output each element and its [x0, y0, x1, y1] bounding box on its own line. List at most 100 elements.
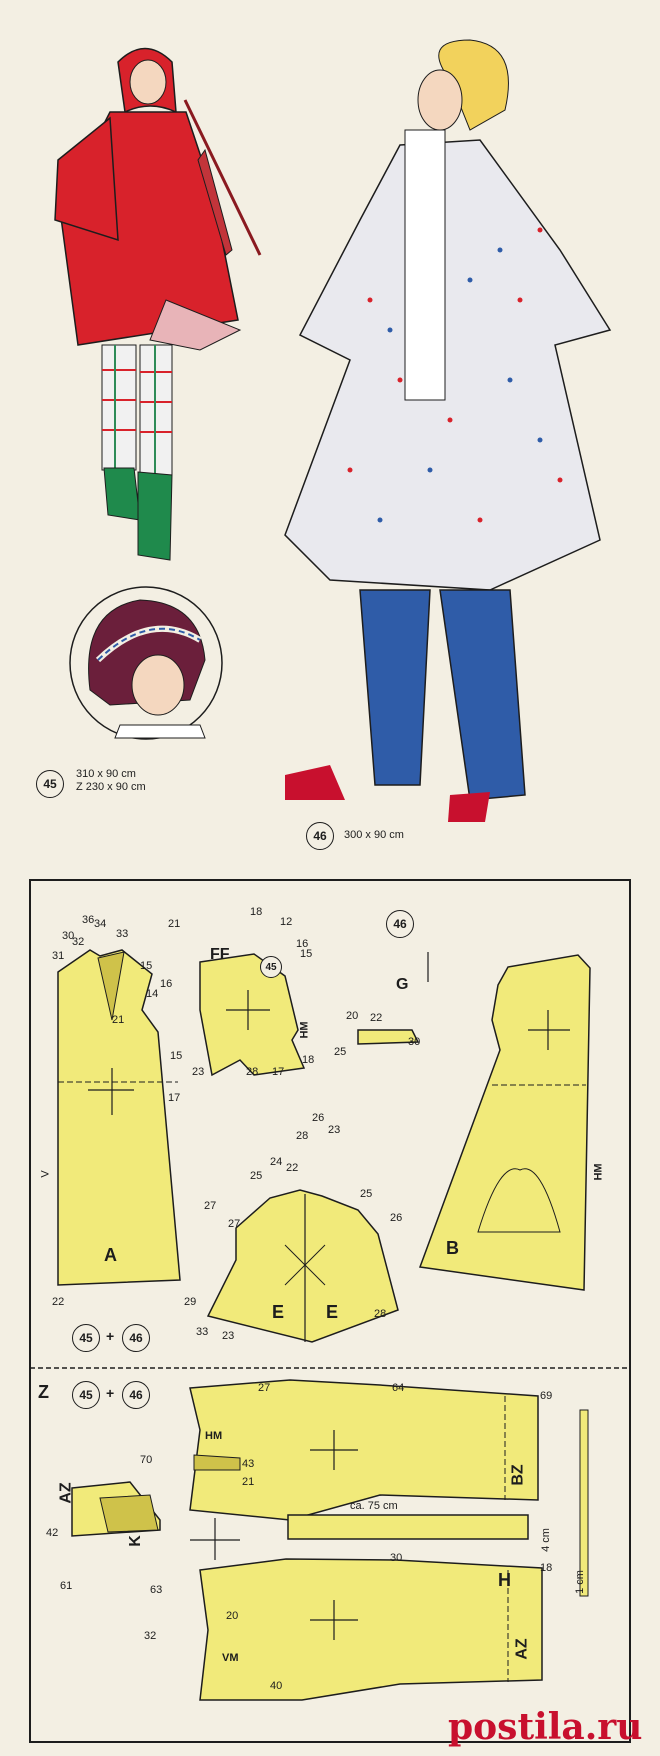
hm-label-3: HM	[205, 1430, 223, 1442]
measure-number: 28	[246, 1066, 259, 1078]
measure-number: 12	[280, 916, 293, 928]
vm-label: VM	[222, 1652, 239, 1664]
model-45-badge: 45	[36, 770, 64, 798]
section2-badge-45-text: 45	[79, 1388, 93, 1402]
piece-z-label: Z	[38, 1382, 49, 1402]
piece-h-shape	[199, 1558, 543, 1701]
measure-number: 69	[540, 1390, 553, 1402]
measure-number: 42	[46, 1527, 59, 1539]
measure-number: 15	[140, 960, 153, 972]
measure-number: 25	[250, 1170, 263, 1182]
measure-number: 27	[258, 1382, 271, 1394]
measure-number: 18	[302, 1054, 315, 1066]
measure-number: 30	[408, 1036, 421, 1048]
piece-strip-shape	[287, 1514, 529, 1540]
piece-az-bottom-label: AZ	[513, 1638, 531, 1660]
measure-number: 30	[390, 1552, 403, 1564]
measure-number: 61	[60, 1580, 73, 1592]
measure-number: 18	[540, 1562, 553, 1574]
piece-ff-shape	[199, 953, 306, 1077]
measure-number: 22	[52, 1296, 65, 1308]
measure-number: 16	[160, 978, 173, 990]
piece-bz-label: BZ	[509, 1464, 527, 1486]
g-badge-46: 46	[386, 910, 414, 938]
model-45-figure	[54, 47, 262, 561]
measure-number: 27	[228, 1218, 241, 1230]
measure-number: 21	[242, 1476, 255, 1488]
measure-number: 26	[390, 1212, 403, 1224]
measure-number: 40	[270, 1680, 283, 1692]
section2-badge-45: 45	[72, 1381, 100, 1409]
piece-e-label-2: E	[326, 1302, 339, 1322]
section1-badge-45-text: 45	[79, 1331, 93, 1345]
strip-width: 4 cm	[539, 1528, 552, 1552]
pattern-sheet	[29, 879, 631, 1743]
model-45-size-2: Z 230 x 90 cm	[76, 781, 146, 793]
measure-number: 36	[82, 914, 95, 926]
section1-badge-46-text: 46	[129, 1331, 143, 1345]
model-46-number: 46	[313, 829, 327, 843]
measure-number: 33	[196, 1326, 209, 1338]
measure-number: 32	[144, 1630, 157, 1642]
piece-a-label: A	[104, 1245, 117, 1265]
measure-number: 15	[300, 948, 313, 960]
model-45-sizes: 310 x 90 cm Z 230 x 90 cm	[76, 768, 146, 794]
measure-number: 28	[374, 1308, 387, 1320]
model-46-size-1: 300 x 90 cm	[344, 829, 404, 841]
piece-az-top-label: AZ	[57, 1482, 75, 1504]
measure-number: 63	[150, 1584, 163, 1596]
model-46-size: 300 x 90 cm	[344, 829, 404, 842]
v-label: V	[39, 1170, 52, 1178]
fashion-illustration	[54, 39, 612, 822]
measure-number: 26	[312, 1112, 325, 1124]
measure-number: 18	[250, 906, 263, 918]
measure-number: 20	[346, 1010, 359, 1022]
measure-number: 17	[272, 1066, 285, 1078]
section2-badge-46: 46	[122, 1381, 150, 1409]
piece-e-label-1: E	[272, 1302, 285, 1322]
hm-label-2: HM	[592, 1163, 605, 1181]
measure-number: 23	[328, 1124, 341, 1136]
ff-badge-45: 45	[260, 956, 282, 978]
piece-h-label: H	[498, 1570, 511, 1590]
ff-badge-45-text: 45	[265, 961, 277, 973]
section2-badge-46-text: 46	[129, 1388, 143, 1402]
measure-number: 70	[140, 1454, 153, 1466]
measure-number: 22	[370, 1012, 383, 1024]
hat-portrait	[69, 586, 223, 740]
piece-ff-label: FF	[210, 946, 230, 963]
measure-number: 29	[184, 1296, 197, 1308]
watermark-logo: postila.ru	[448, 1706, 643, 1748]
section1-badge-46: 46	[122, 1324, 150, 1352]
measure-number: 24	[270, 1156, 283, 1168]
measure-number: 25	[360, 1188, 373, 1200]
measure-number: 43	[242, 1458, 255, 1470]
piece-z-shape	[189, 1379, 539, 1521]
measure-number: 17	[168, 1092, 181, 1104]
piece-e-shape	[206, 1189, 399, 1343]
measure-number: 22	[286, 1162, 299, 1174]
model-46-badge: 46	[306, 822, 334, 850]
measure-number: 33	[116, 928, 129, 940]
measure-number: 21	[168, 918, 181, 930]
measure-number: 20	[226, 1610, 239, 1622]
measure-number: 14	[146, 988, 159, 1000]
section2-plus: +	[106, 1385, 115, 1401]
piece-a-shape	[57, 949, 181, 1286]
section1-badge-45: 45	[72, 1324, 100, 1352]
piece-k-label: K	[126, 1535, 144, 1547]
piece-g-shape	[357, 1029, 420, 1045]
measure-number: 21	[112, 1014, 125, 1026]
model-45-number: 45	[43, 777, 57, 791]
measure-number: 15	[170, 1050, 183, 1062]
strip-length: ca. 75 cm	[350, 1500, 398, 1512]
scale-label: 1 cm	[573, 1570, 586, 1594]
section1-plus: +	[106, 1328, 115, 1344]
measure-number: 23	[222, 1330, 235, 1342]
measure-number: 23	[192, 1066, 205, 1078]
piece-b-label: B	[446, 1238, 459, 1258]
scale-bar	[579, 1409, 589, 1597]
measure-number: 64	[392, 1382, 405, 1394]
measure-number: 32	[72, 936, 85, 948]
